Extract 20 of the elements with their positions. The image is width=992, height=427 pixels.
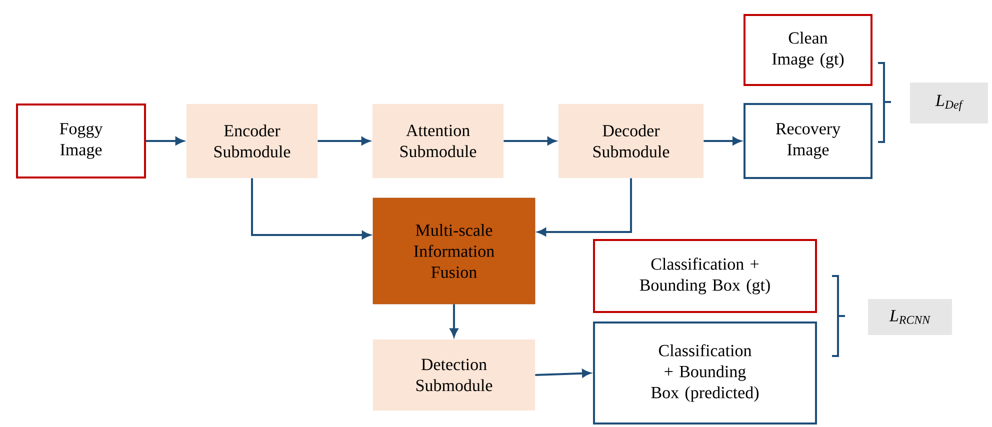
arrow	[318, 136, 370, 146]
module-box: Encoder Submodule	[186, 104, 318, 178]
module-box: Detection Submodule	[373, 340, 535, 410]
arrow	[704, 136, 742, 146]
arrow	[146, 136, 184, 146]
loss-box: L$_{Def}$	[910, 82, 988, 124]
fusion-box: Multi-scale Information Fusion	[372, 198, 536, 304]
arrow	[450, 304, 458, 337]
arrow	[538, 178, 632, 236]
arrow	[504, 136, 556, 146]
output-box: Recovery Image	[744, 103, 872, 179]
arrow	[535, 369, 591, 378]
ground-truth-box: Classification + Bounding Box (gt)	[593, 239, 817, 313]
module-box: Decoder Submodule	[558, 104, 704, 178]
output-box: Classification + Bounding Box (predicted)	[593, 322, 817, 424]
ground-truth-box: Clean Image (gt)	[744, 14, 872, 86]
arrow	[251, 178, 370, 240]
module-box: Attention Submodule	[372, 104, 504, 178]
ground-truth-box: Foggy Image	[16, 104, 146, 178]
loss-box: L$_{RCNN}$	[868, 299, 952, 335]
